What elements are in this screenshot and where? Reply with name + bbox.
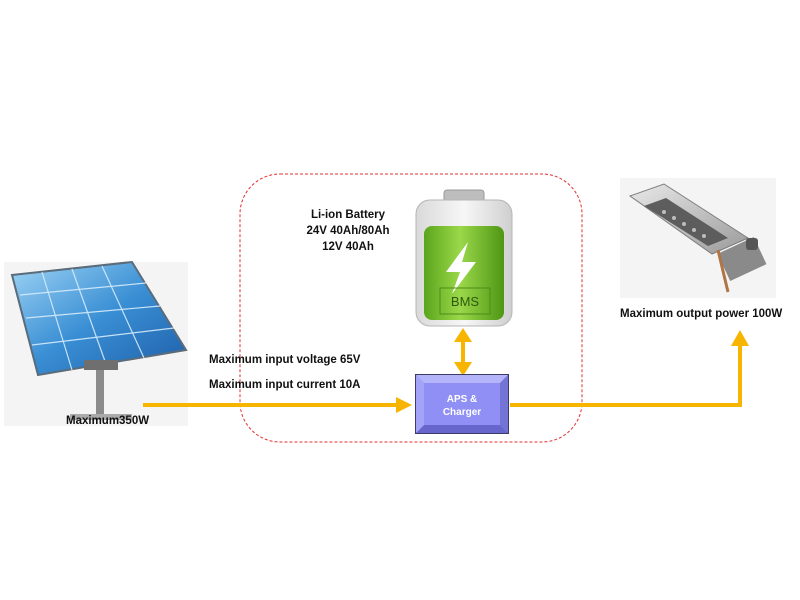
controller-label-line2: Charger [443, 407, 481, 418]
street-light-icon [620, 178, 776, 298]
dashed-system-boundary [239, 173, 583, 443]
battery-charge-arrow [454, 328, 472, 376]
solar-panel-label: Maximum350W [66, 415, 150, 427]
lightning-bolt-icon [446, 242, 476, 294]
battery-type-label: Li-ion Battery [310, 209, 386, 221]
controller-label-line1: APS & [447, 394, 478, 405]
solar-panel-icon [4, 260, 188, 426]
output-power-label: Maximum output power 100W [620, 308, 783, 320]
battery-specs: Li-ion Battery 24V 40Ah/80Ah 12V 40Ah [300, 207, 396, 255]
controller-box [415, 374, 509, 434]
battery-capacity-24v-label: 24V 40Ah/80Ah [306, 225, 390, 237]
bms-label: BMS [451, 294, 480, 309]
input-power-arrow [143, 397, 412, 413]
output-power-arrow [510, 330, 749, 407]
input-voltage-label: Maximum input voltage 65V [209, 354, 361, 366]
input-current-label: Maximum input current 10A [209, 379, 361, 391]
battery-capacity-12v-label: 12V 40Ah [322, 241, 374, 253]
bms-box [439, 287, 491, 315]
